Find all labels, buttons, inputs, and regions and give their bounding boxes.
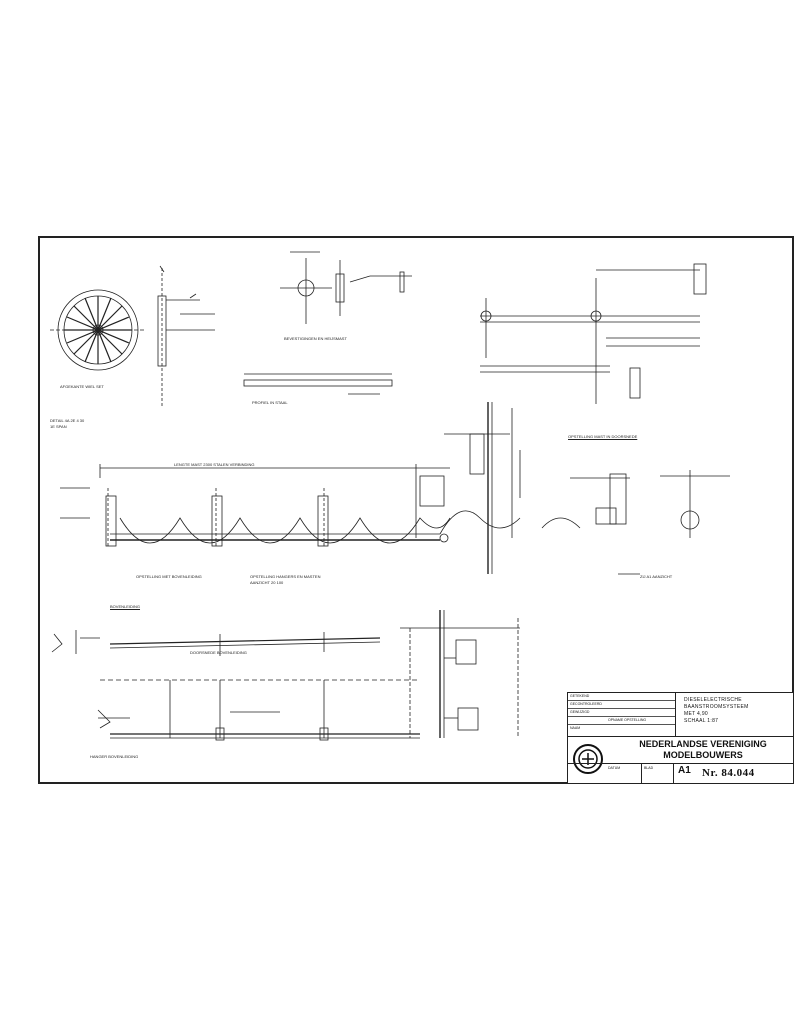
title-block: GETEKEND GECONTROLEERD GEWIJZIGD OPNAME … [567,692,794,784]
hanger-detail [280,251,412,324]
hanger-caption-bottom: HANGER BOVENLEIDING [90,754,139,759]
title-block-bottom: DATUM BLAD A1 Nr. 84.044 [568,763,793,784]
opstelling-caption: OPSTELLING MET BOVENLEIDING [136,574,202,579]
organization-line: NEDERLANDSE VERENIGING [639,739,767,749]
nvm-logo-icon [572,743,604,775]
sheet-size: A1 [678,765,691,776]
overhead-line-section [60,464,521,548]
organization-line: MODELBOUWERS [663,750,743,760]
sheet-cell: BLAD [642,764,674,784]
bottom-mast [400,610,520,738]
profile-caption: PROFIEL IN STAAL [252,400,288,405]
lengte-caption: AANZICHT 20 100 [250,580,284,585]
right-section-caption: OPSTELLING MAST IN DOORSNEDE [568,434,638,439]
profile-rail [243,373,393,395]
right-section-drawing [541,470,730,575]
hanger-caption: BEVESTIGINGEN EN HEIJSMAST [284,336,347,341]
tb-row: NAAM [570,726,581,730]
detail-b-label: 1E SPAN [50,424,67,429]
title-block-description: DIESELELECTRISCHE BAANSTROOMSYSTEEM MET … [676,693,793,737]
technical-drawing [40,238,796,786]
tb-row: GECONTROLEERD [568,701,675,709]
vertical-mast [439,402,521,574]
title-block-rows: GETEKEND GECONTROLEERD GEWIJZIGD OPNAME … [568,693,676,737]
wheel-drawing [50,289,146,371]
tb-row: OPNAME OPSTELLING [568,717,675,725]
bovenleiding-caption: BOVENLEIDING [110,604,141,609]
wheel-section [157,265,215,406]
bottom-hanger-line [97,679,420,741]
overhead-note: LENGTE MAST 2300 STALEN VERBINDING [174,462,255,467]
bottom-left-detail [51,630,381,656]
organization-name: NEDERLANDSE VERENIGING MODELBOUWERS [614,739,792,761]
detail-a-label: DETAIL 4A 2E 4 30 [50,418,85,423]
description-line: MET 4,90 [684,711,708,717]
wheel-caption: AFGEKANTE WIEL SET [60,384,104,389]
top-right-assembly [480,263,707,404]
bottom-caption: DOORSNEDE BOVENLEIDING [190,650,247,655]
description-line: SCHAAL 1:87 [684,718,719,724]
drawing-number: Nr. 84.044 [702,767,755,779]
date-cell: DATUM [606,764,642,784]
tb-row: GEWIJZIGD [568,709,675,717]
zijaanzicht-caption: OPSTELLING HANGERS EN MASTEN [250,574,321,579]
tb-row: GETEKEND [568,693,675,701]
description-line: DIESELELECTRISCHE [684,697,742,703]
drawing-sheet: DETAIL 4A 2E 4 30 1E SPAN AFGEKANTE WIEL… [38,236,794,784]
right-note: ZIJ A1 AANZICHT [640,574,673,579]
description-line: BAANSTROOMSYSTEEM [684,704,749,710]
